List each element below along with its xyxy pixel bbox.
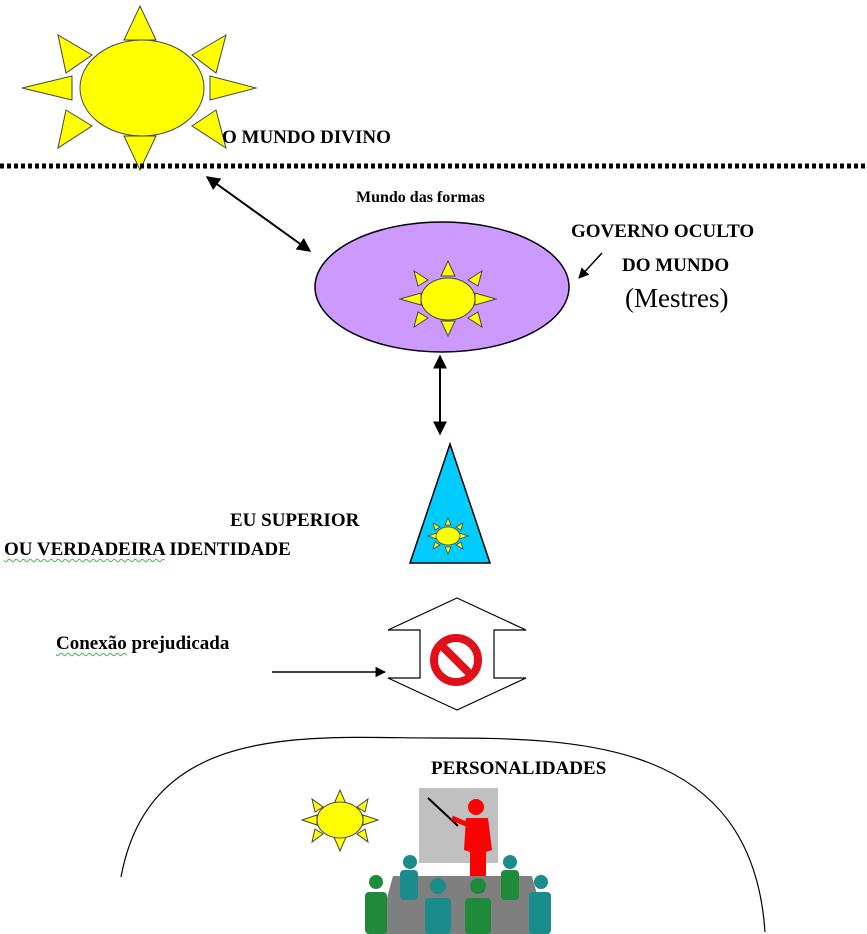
hidden-government-label-line2: DO MUNDO [622,255,730,276]
higher-self-label-part-b: IDENTIDADE [169,539,291,560]
hidden-government-label-line1: GOVERNO OCULTO [571,221,755,242]
higher-self-sun-icon [426,516,470,556]
connection-label-part-a: Conexão [56,633,127,654]
divine-sun-icon [21,4,258,172]
forms-sun-icon [398,259,498,338]
government-pointer-arrow [578,252,603,279]
personalities-arc [120,736,766,933]
world-of-forms-label: Mundo das formas [356,189,485,206]
divine-world-label: O MUNDO DIVINO [222,127,391,148]
masters-label: (Mestres) [625,283,729,313]
connection-label: Conexão prejudicada [56,633,229,655]
higher-self-label-part-a: OU VERDADEIRA [4,539,165,560]
higher-self-label-line2: OU VERDADEIRA IDENTIDADE [4,539,291,561]
classroom-icon [365,788,551,934]
no-entry-icon [430,634,482,686]
divine-forms-arrow [205,176,312,252]
connection-label-part-b: prejudicada [131,633,230,654]
higher-self-label-line1: EU SUPERIOR [230,510,360,531]
personalities-sun-icon [300,788,380,853]
personalities-label: PERSONALIDADES [431,758,607,779]
higher-self-triangle [408,441,492,564]
